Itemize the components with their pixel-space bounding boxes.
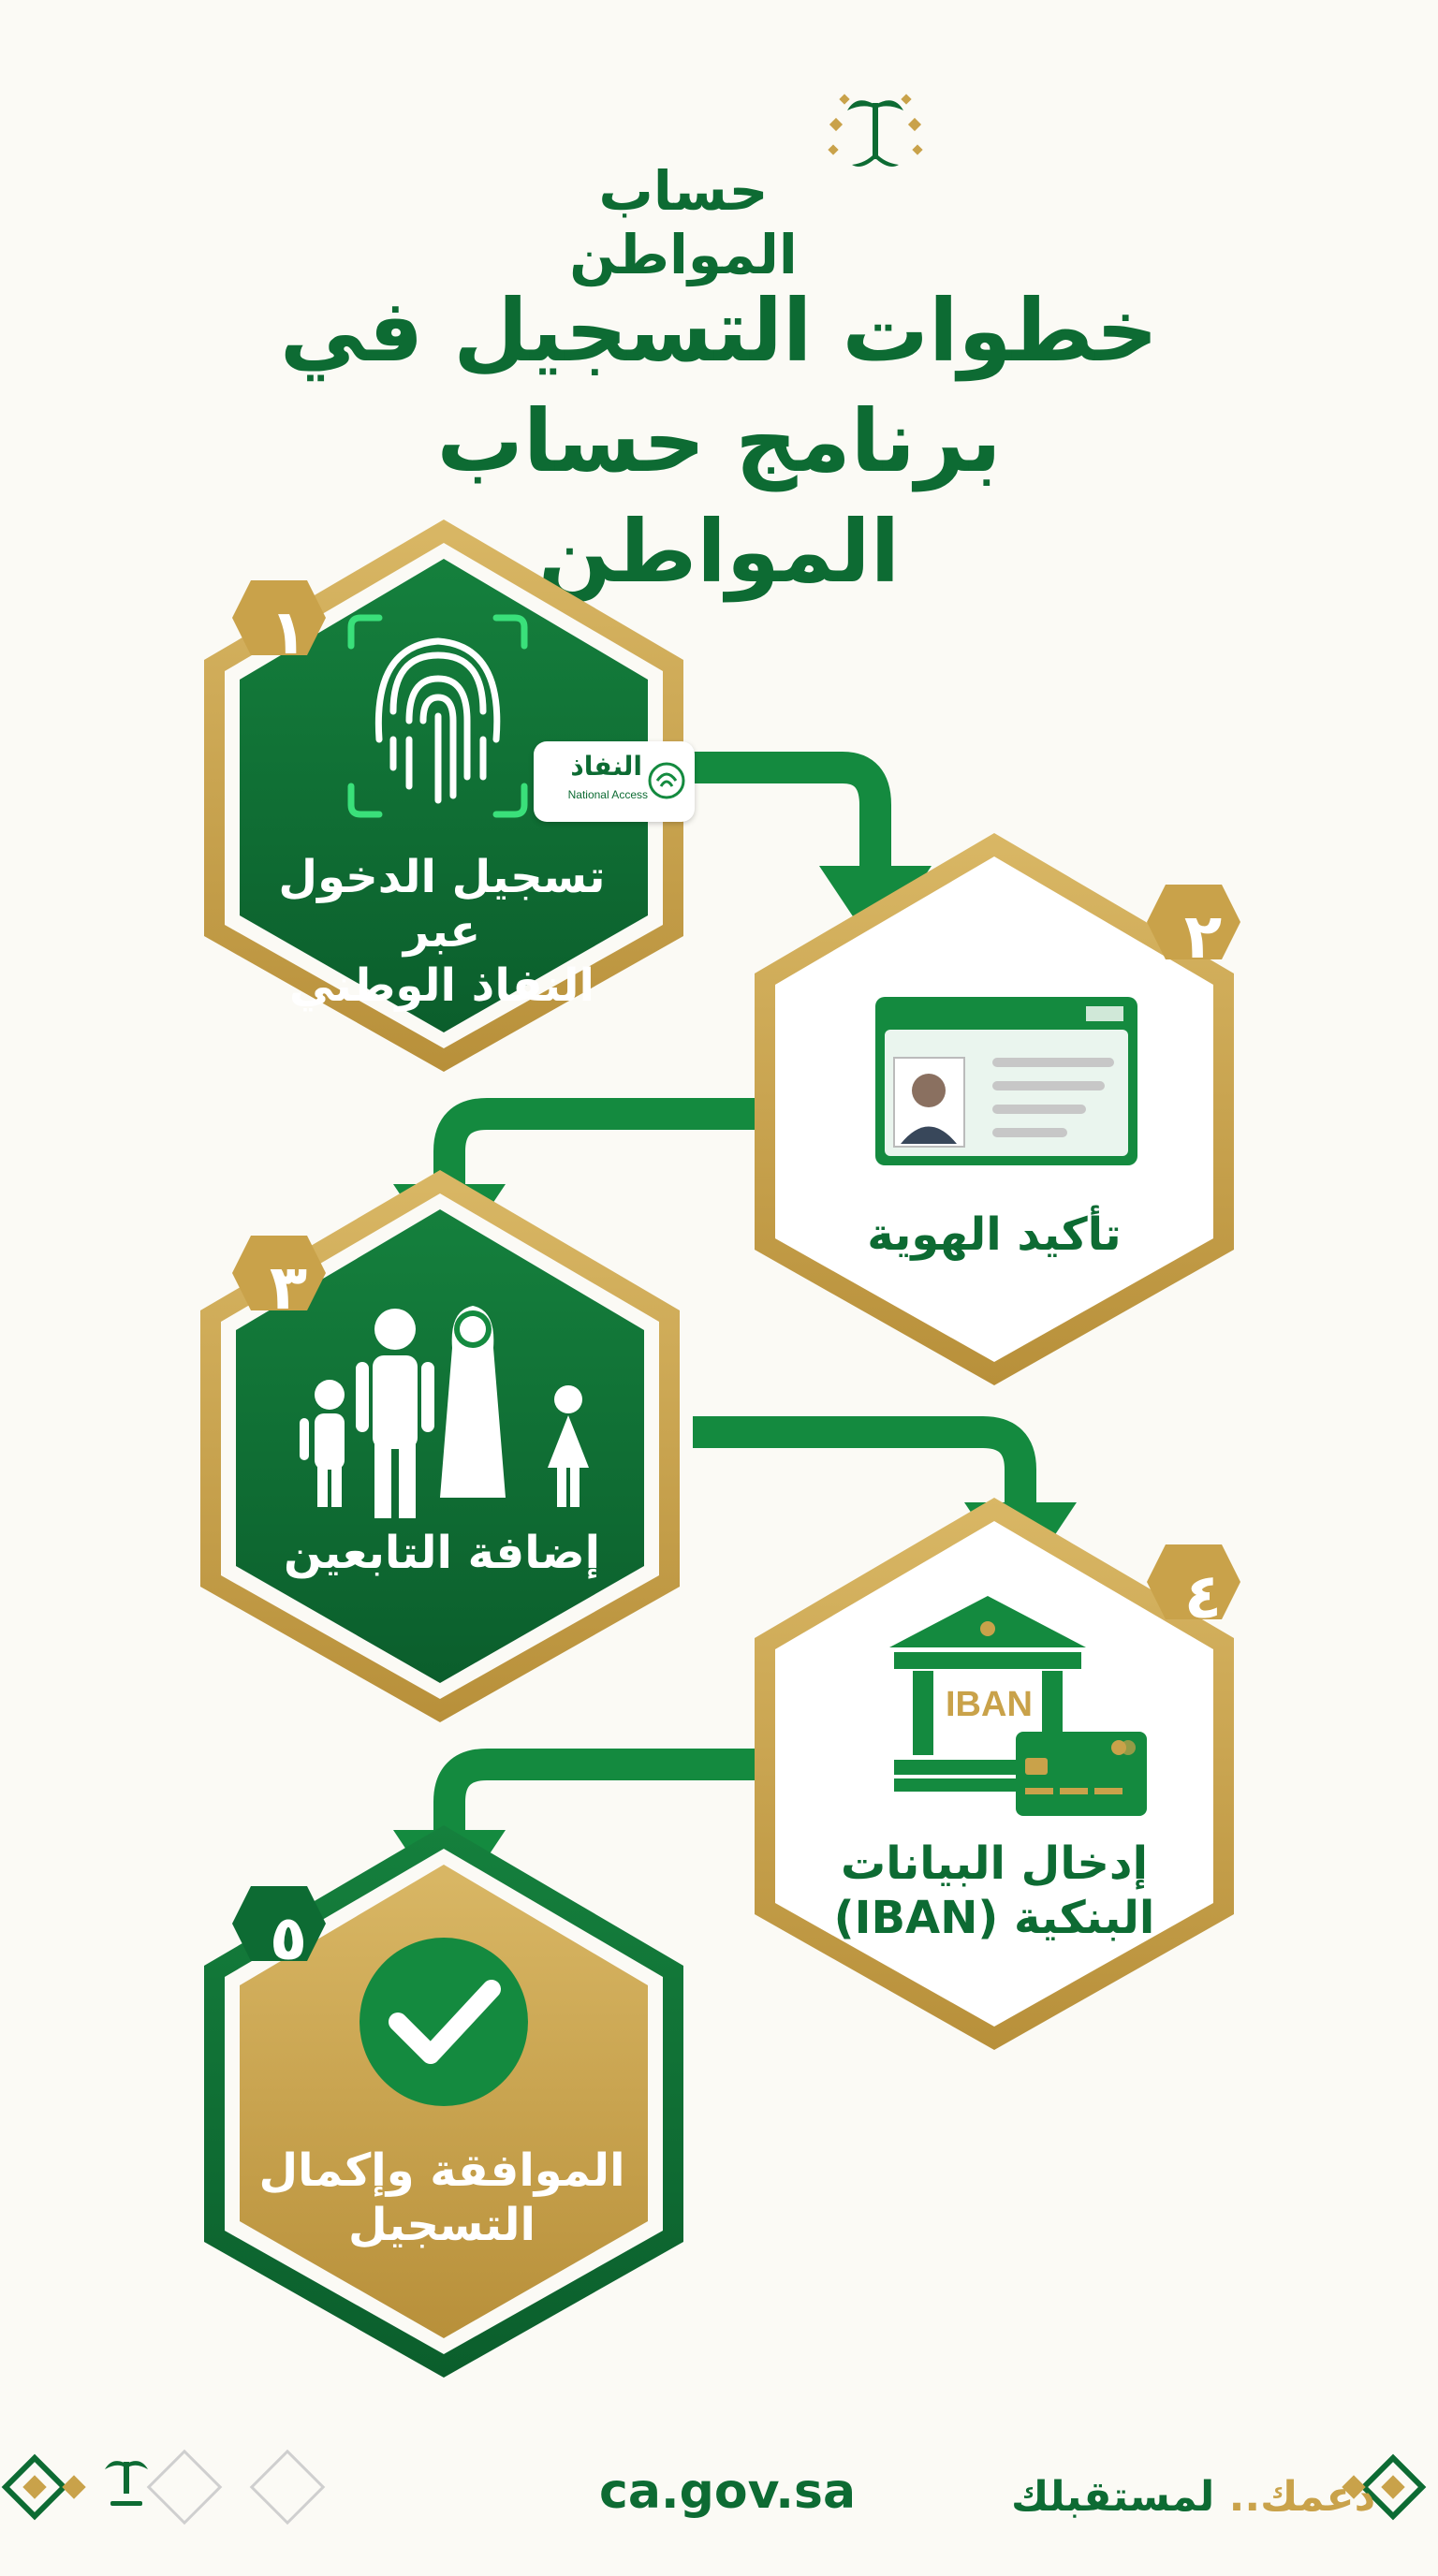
step-2-number: ٢ <box>1183 900 1223 973</box>
step-5-number: ٥ <box>269 1902 308 1974</box>
step-5-line-1: الموافقة وإكمال <box>258 2144 625 2197</box>
step-4-hexagon <box>755 1498 1240 2050</box>
step-5-hexagon <box>204 1825 683 2378</box>
logo: حساب المواطن <box>0 84 1438 286</box>
checkmark-icon <box>360 1938 528 2106</box>
page-title: خطوات التسجيل في برنامج حساب المواطن <box>251 276 1187 607</box>
logo-text: حساب المواطن <box>569 159 798 286</box>
step-2-line-1: تأكيد الهوية <box>867 1208 1122 1261</box>
title-line-1: خطوات التسجيل في <box>279 281 1159 381</box>
step-2-hexagon <box>755 833 1240 1385</box>
step-4-line-2: البنكية (IBAN) <box>833 1892 1155 1944</box>
step-4-number: ٤ <box>1183 1560 1223 1632</box>
connector-arrows <box>433 752 1036 1835</box>
nafath-logo-icon <box>648 762 685 799</box>
step-1-line-2: النفاذ الوطني <box>289 959 594 1012</box>
footer-slogan: دعمك.. لمستقبلك <box>1011 2473 1375 2521</box>
title-line-2: برنامج حساب المواطن <box>436 391 1002 602</box>
fingerprint-icon <box>347 614 528 818</box>
bank-icon <box>889 1596 1147 1816</box>
step-3-hexagon <box>200 1170 680 1722</box>
step-3-line-1: إضافة التابعين <box>283 1527 601 1579</box>
step-5-line-2: التسجيل <box>348 2199 536 2251</box>
slogan-part-1: دعمك.. <box>1228 2473 1376 2521</box>
step-2-label: تأكيد الهوية <box>798 1208 1191 1262</box>
palm-logo-icon <box>828 94 923 167</box>
step-3-label: إضافة التابعين <box>245 1526 638 1580</box>
step-1-hexagon <box>204 520 683 1072</box>
step-1-line-1: تسجيل الدخول عبر <box>278 851 606 958</box>
step-1-label: تسجيل الدخول عبر النفاذ الوطني <box>245 850 638 1013</box>
step-4-line-1: إدخال البيانات <box>840 1837 1149 1890</box>
family-icon <box>300 1306 589 1518</box>
footer-ornament-left <box>1 2449 326 2525</box>
step-5-label: الموافقة وإكمال التسجيل <box>245 2144 638 2252</box>
slogan-part-2: لمستقبلك <box>1011 2473 1215 2521</box>
nafath-name: النفاذ <box>570 751 642 782</box>
id-card-icon <box>875 997 1137 1165</box>
step-4-label: إدخال البيانات البنكية (IBAN) <box>798 1837 1191 1945</box>
iban-label: IBAN <box>946 1685 1033 1724</box>
nafath-subtitle: National Access <box>567 788 648 801</box>
nafath-badge: النفاذ National Access <box>534 741 695 822</box>
step-1-number: ١ <box>269 596 308 668</box>
footer-url[interactable]: ca.gov.sa <box>599 2464 857 2520</box>
step-3-number: ٣ <box>269 1251 308 1324</box>
